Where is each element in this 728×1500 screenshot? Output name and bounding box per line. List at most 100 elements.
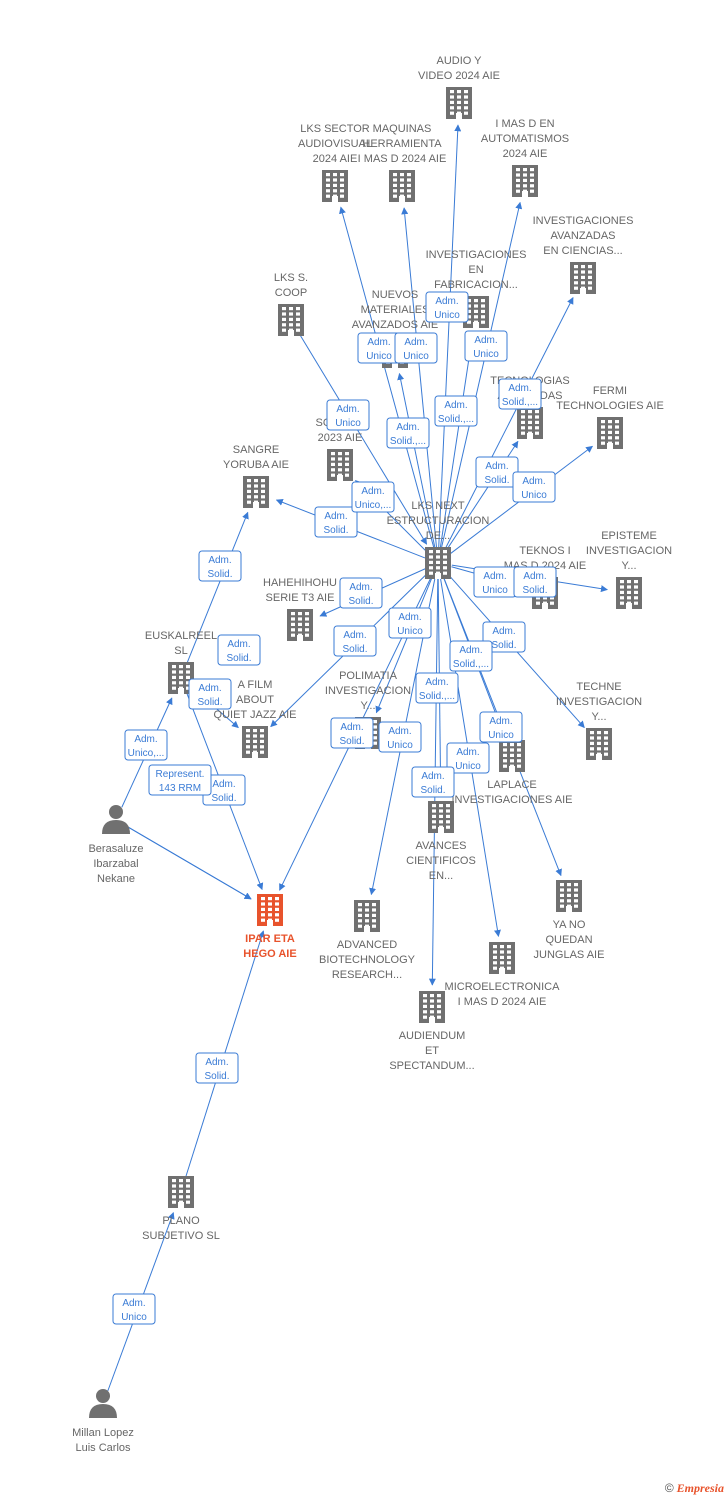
edge-label[interactable]: Adm. Solid.,...: [449, 640, 493, 672]
edge-label-line: Adm.: [425, 677, 448, 688]
edge-label-line: Unico: [455, 761, 481, 772]
edge-label-line: Adm.: [336, 404, 359, 415]
edge-lksnext-lkssector: [339, 206, 435, 550]
edge-label-line: Adm.: [522, 476, 545, 487]
edge-label[interactable]: Represent.143 RRM: [148, 764, 212, 796]
edge-label-line: Solid.,...: [438, 414, 474, 425]
building-icon: [287, 609, 313, 641]
edge-label-line: Adm.: [324, 511, 347, 522]
node-techne[interactable]: TECHNEINVESTIGACIONY...: [556, 681, 642, 760]
edge-label[interactable]: Adm.Unico: [378, 721, 422, 753]
edge-label[interactable]: Adm.Solid.: [195, 1052, 239, 1084]
edge-label[interactable]: Adm.Unico: [512, 471, 556, 503]
node-label-line: AVANZADOS AIE: [352, 319, 438, 331]
edge-label[interactable]: Adm. Unico: [357, 332, 401, 364]
edge-label-line: Adm.: [208, 555, 231, 566]
edge-label[interactable]: Adm.Solid.: [411, 766, 455, 798]
building-icon: [243, 476, 269, 508]
edge-label-line: Adm.: [459, 645, 482, 656]
node-label-line: AVANCES: [416, 840, 467, 852]
edge-label[interactable]: Adm.Unico: [326, 399, 370, 431]
edge-label-line: Adm.: [361, 486, 384, 497]
edge-label[interactable]: Adm.Unico: [425, 291, 469, 323]
edge-lksnext-imasd: [440, 201, 523, 550]
building-icon: [419, 991, 445, 1023]
edge-label-line: Adm.: [435, 296, 458, 307]
edge-label-line: Solid.,...: [390, 436, 426, 447]
edge-label[interactable]: Adm.Unico: [112, 1293, 156, 1325]
edge-label[interactable]: Adm.Unico: [388, 607, 432, 639]
edge-label[interactable]: Adm.Solid.: [314, 506, 358, 538]
building-icon: [278, 304, 304, 336]
edge-label[interactable]: Adm.Solid.: [475, 456, 519, 488]
node-label-line: IPAR ETA: [245, 933, 295, 945]
edge-label-line: Adm.: [340, 722, 363, 733]
edge-label-line: Solid.: [207, 569, 232, 580]
edge-label[interactable]: Adm.Solid.,...: [386, 417, 430, 449]
edge-label-line: Unico: [366, 351, 392, 362]
node-label-line: AUDIO Y: [436, 55, 482, 67]
edge-label-line: Solid.,...: [453, 659, 489, 670]
building-icon: [597, 417, 623, 449]
edge-label[interactable]: Adm. Solid.: [198, 550, 242, 582]
node-label-line: BIOTECHNOLOGY: [319, 954, 416, 966]
node-label-line: Luis Carlos: [75, 1442, 131, 1454]
edge-label-line: Adm.: [367, 337, 390, 348]
edge-label[interactable]: Adm.Unico: [473, 566, 517, 598]
edge-label[interactable]: Adm.Unico,...: [124, 729, 168, 761]
edge-label[interactable]: Adm.Solid.,...: [415, 672, 459, 704]
edge-label[interactable]: Adm.Solid.,...: [498, 378, 542, 410]
node-label-line: I MAS D EN: [495, 118, 554, 130]
edge-label[interactable]: Adm.Solid.: [513, 566, 557, 598]
edge-label[interactable]: Adm.Unico: [446, 742, 490, 774]
node-label-line: TECHNOLOGIES AIE: [556, 400, 664, 412]
node-label-line: ET: [425, 1045, 439, 1057]
edge-label[interactable]: Adm.Unico: [464, 330, 508, 362]
edge-label[interactable]: Adm.Unico,...: [351, 481, 395, 513]
edge-label[interactable]: Adm.Solid.: [217, 634, 261, 666]
node-avances[interactable]: AVANCESCIENTIFICOSEN...: [406, 801, 476, 882]
edge-label[interactable]: Adm. Solid.,...: [434, 395, 478, 427]
edge-label[interactable]: Adm.Solid.: [330, 717, 374, 749]
edge-label-line: Adm.: [212, 779, 235, 790]
node-advanced[interactable]: ADVANCEDBIOTECHNOLOGYRESEARCH...: [319, 900, 416, 981]
edge-label-line: Adm.: [444, 400, 467, 411]
edge-label[interactable]: Adm.Solid.: [482, 621, 526, 653]
edge-lksnext-invavz: [443, 296, 574, 551]
edge-label[interactable]: Adm.Solid.: [333, 625, 377, 657]
edge-label[interactable]: Adm.Unico: [479, 711, 523, 743]
building-icon: [556, 880, 582, 912]
edge-label-line: Adm.: [349, 582, 372, 593]
node-episteme[interactable]: EPISTEMEINVESTIGACIONY...: [586, 530, 672, 609]
node-lkscoop[interactable]: LKS S.COOP: [274, 272, 308, 336]
brand-footer[interactable]: © Empresia: [665, 1481, 724, 1496]
node-label-line: MATERIALES: [361, 304, 430, 316]
building-icon: [489, 942, 515, 974]
edge-label[interactable]: Adm.Solid.: [339, 577, 383, 609]
node-label-line: Berasaluze: [88, 843, 143, 855]
node-lksnext[interactable]: LKS NEXTESTRUCTURACIONDE...: [387, 500, 490, 579]
edge-label[interactable]: Adm.Solid.: [202, 774, 246, 806]
edge-label-line: Solid.,...: [502, 397, 538, 408]
node-label-line: TEKNOS I: [519, 545, 570, 557]
node-audiendum[interactable]: AUDIENDUMETSPECTANDUM...: [389, 991, 475, 1072]
edge-label[interactable]: Adm.Solid.: [188, 678, 232, 710]
edge-label[interactable]: Adm.Unico: [394, 332, 438, 364]
